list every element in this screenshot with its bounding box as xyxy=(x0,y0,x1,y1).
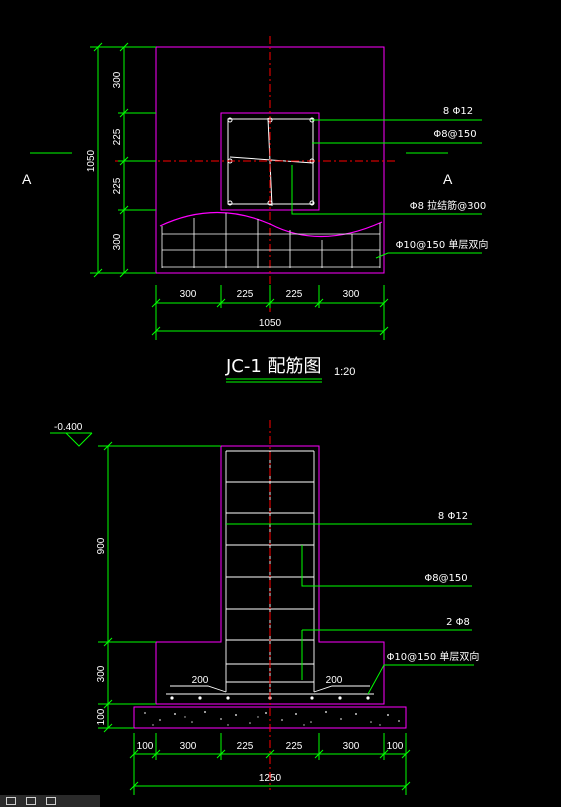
section-callout-bottom-mesh: Φ10@150 单层双向 xyxy=(387,650,480,663)
plan-break-line xyxy=(159,211,383,238)
section-vdim-3: 100 xyxy=(96,708,107,725)
plan-cross-ties xyxy=(229,117,314,207)
plan-bottom-mesh xyxy=(161,213,381,268)
section-callout-stirrups: Φ8@150 xyxy=(424,573,467,584)
section-hdim-total: 1250 xyxy=(259,773,282,784)
section-lean-concrete-hatch xyxy=(144,711,400,726)
plan-callout-ties: Φ8 拉结筋@300 xyxy=(410,199,487,212)
title-scale: 1:20 xyxy=(334,366,355,378)
plan-vdim-3: 225 xyxy=(112,177,123,194)
plan-hdim-2: 225 xyxy=(237,289,254,300)
section-vertical-dimension-lines xyxy=(98,441,221,733)
section-view: -0.400 200 xyxy=(50,420,479,795)
section-callout-main-bars: 8 Φ12 xyxy=(438,511,468,522)
taskbar-copy-icon[interactable] xyxy=(46,797,56,805)
plan-vdim-4: 300 xyxy=(112,233,123,250)
plan-vdim-1: 300 xyxy=(112,71,123,88)
level-mark-symbol xyxy=(50,432,93,447)
section-footing-outline xyxy=(155,445,385,705)
section-bottom-bars xyxy=(170,696,370,700)
plan-callout-bottom-mesh: Φ10@150 单层双向 xyxy=(396,238,489,251)
plan-callout-leaders xyxy=(291,119,482,259)
section-vdim-2: 300 xyxy=(96,665,107,682)
plan-horizontal-dimension-lines xyxy=(151,285,389,340)
section-step-left: 200 xyxy=(192,675,209,686)
section-callout-extra-bars: 2 Φ8 xyxy=(446,617,470,628)
plan-hdim-total: 1050 xyxy=(259,318,282,329)
section-hdim-3: 225 xyxy=(237,741,254,752)
plan-vertical-dimension-lines xyxy=(90,42,156,278)
plan-vdim-2: 225 xyxy=(112,128,123,145)
level-mark-text: -0.400 xyxy=(54,422,83,433)
plan-callout-main-bars: 8 Φ12 xyxy=(443,106,473,117)
plan-hdim-1: 300 xyxy=(180,289,197,300)
plan-hdim-3: 225 xyxy=(286,289,303,300)
section-hdim-6: 100 xyxy=(387,741,404,752)
section-callout-leaders xyxy=(226,523,474,695)
section-horizontal-dimension-lines xyxy=(129,733,411,795)
section-step-right: 200 xyxy=(326,675,343,686)
section-mark-right: A xyxy=(443,171,453,187)
plan-view: A A 300 225 225 300 1050 300 xyxy=(22,36,488,340)
section-hdim-5: 300 xyxy=(343,741,360,752)
plan-vdim-total: 1050 xyxy=(86,149,97,172)
drawing-title: JC-1 配筋图 1:20 xyxy=(225,356,355,383)
taskbar xyxy=(0,795,100,807)
title-name: JC-1 配筋图 xyxy=(225,356,322,377)
section-vdim-1: 900 xyxy=(96,537,107,554)
section-hdim-4: 225 xyxy=(286,741,303,752)
taskbar-window-icon[interactable] xyxy=(26,797,36,805)
taskbar-app-icon[interactable] xyxy=(6,797,16,805)
section-mark-left: A xyxy=(22,171,32,187)
section-hdim-2: 300 xyxy=(180,741,197,752)
plan-hdim-4: 300 xyxy=(343,289,360,300)
section-hdim-1: 100 xyxy=(137,741,154,752)
plan-callout-stirrups: Φ8@150 xyxy=(433,129,476,140)
